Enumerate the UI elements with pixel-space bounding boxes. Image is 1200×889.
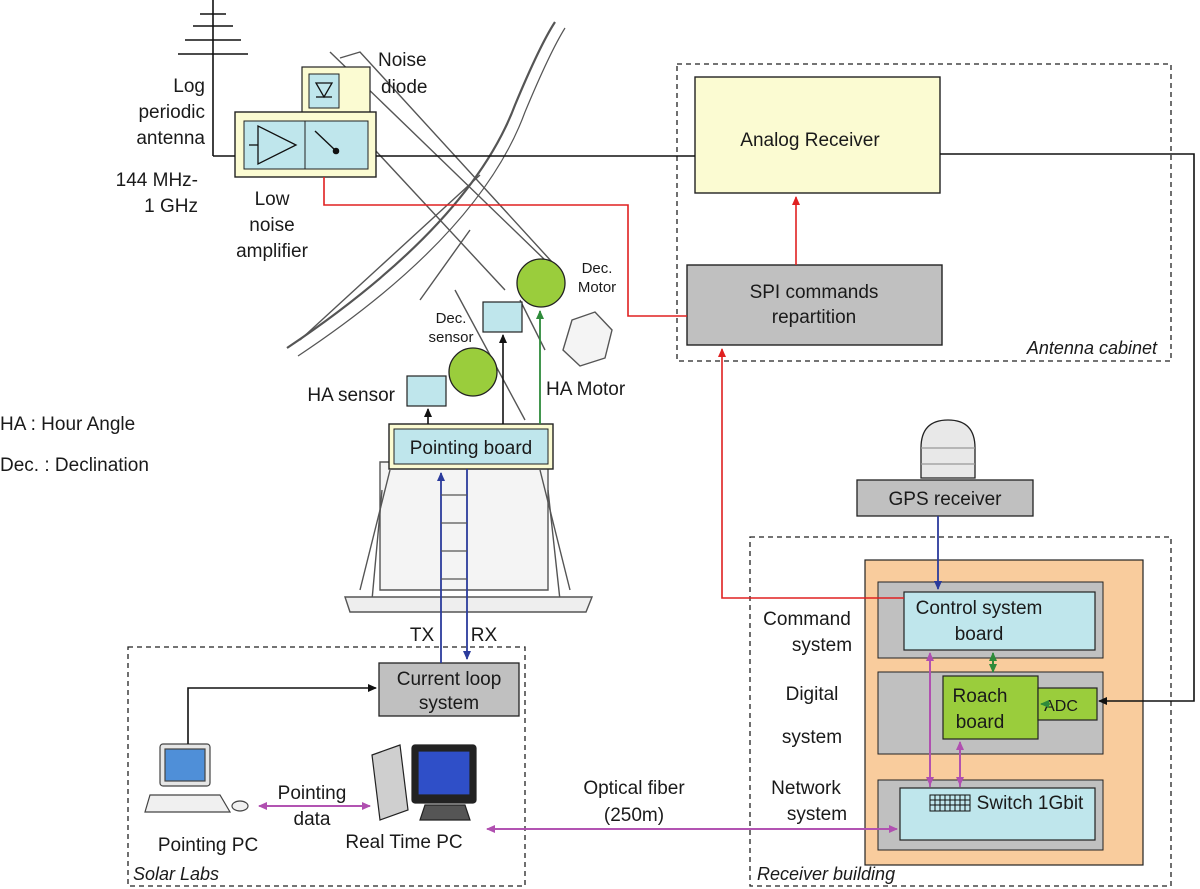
ha-sensor-label: HA sensor bbox=[307, 385, 395, 406]
command-system-label-line2: system bbox=[792, 635, 852, 656]
roach-board-label-line1: Roach bbox=[953, 686, 1008, 707]
dec-motor-label-line2: Motor bbox=[578, 279, 616, 296]
region-receiver-building bbox=[749, 536, 1172, 887]
dec-motor-label-line1: Dec. bbox=[582, 260, 613, 277]
noise-diode-label-line1: Noise bbox=[378, 50, 427, 71]
amplifier-icon bbox=[249, 124, 298, 166]
motor-icon bbox=[516, 258, 566, 308]
dec-sensor-label-line2: sensor bbox=[428, 329, 473, 346]
receiver-building-label: Receiver building bbox=[757, 864, 895, 884]
switch-ports-icon bbox=[929, 794, 971, 812]
gps-receiver-box bbox=[856, 479, 1034, 517]
ha-motor-label: HA Motor bbox=[546, 379, 626, 400]
pointing-data-label-line1: Pointing bbox=[278, 783, 347, 804]
network-system-label-line1: Network bbox=[771, 778, 841, 799]
network-system-label-line2: system bbox=[787, 804, 847, 825]
lna-label-line1: Low bbox=[255, 189, 290, 210]
switch-box bbox=[899, 787, 1096, 841]
lna-label-line2: noise bbox=[249, 215, 294, 236]
control-board-box bbox=[903, 591, 1096, 651]
dec-sensor-label-line1: Dec. bbox=[436, 310, 467, 327]
lna-label-line3: amplifier bbox=[236, 241, 308, 262]
monitor-icon bbox=[371, 744, 477, 821]
gps-receiver-label: GPS receiver bbox=[889, 489, 1003, 510]
control-board-label-line2: board bbox=[955, 624, 1004, 645]
antenna-cabinet-label: Antenna cabinet bbox=[1026, 338, 1158, 358]
digital-system-label-line1: Digital bbox=[786, 684, 839, 705]
adc-label: ADC bbox=[1044, 698, 1078, 715]
ha-sensor-box bbox=[406, 375, 447, 407]
region-antenna-cabinet bbox=[676, 63, 1172, 362]
current-loop-label-line2: system bbox=[419, 693, 479, 714]
gps-dome-icon bbox=[920, 419, 976, 479]
dec-sensor-box bbox=[482, 301, 523, 333]
dish-icon bbox=[286, 21, 613, 613]
antenna-icon bbox=[178, 0, 248, 156]
pointing-data-label-line2: data bbox=[294, 809, 331, 830]
spi-box bbox=[686, 264, 943, 346]
spi-label-line1: SPI commands bbox=[750, 282, 879, 303]
current-loop-box bbox=[378, 662, 520, 717]
pointing-pc-label: Pointing PC bbox=[158, 835, 258, 856]
optical-fiber-label-line1: Optical fiber bbox=[583, 778, 685, 799]
optical-fiber-label-line2: (250m) bbox=[604, 805, 664, 826]
roach-board-label-line2: board bbox=[956, 712, 1005, 733]
spi-label-line2: repartition bbox=[772, 307, 857, 328]
pointing-board-label: Pointing board bbox=[410, 438, 533, 459]
digital-system-label-line2: system bbox=[782, 727, 842, 748]
noise-diode-label-line2: diode bbox=[381, 77, 428, 98]
antenna-label-line1: Log bbox=[173, 76, 205, 97]
legend-dec: Dec. : Declination bbox=[0, 455, 149, 476]
antenna-label-line2: periodic bbox=[138, 102, 205, 123]
switch-label: Switch 1Gbit bbox=[977, 793, 1084, 814]
command-system-label-line1: Command bbox=[763, 609, 851, 630]
computer-icon bbox=[144, 743, 249, 813]
rx-label: RX bbox=[471, 625, 498, 646]
tx-label: TX bbox=[410, 625, 435, 646]
solar-labs-label: Solar Labs bbox=[133, 864, 219, 884]
analog-receiver-label: Analog Receiver bbox=[740, 130, 880, 151]
control-board-label-line1: Control system bbox=[916, 598, 1043, 619]
diode-icon bbox=[314, 82, 334, 99]
freq-label-line1: 144 MHz- bbox=[116, 170, 198, 191]
switch-icon bbox=[314, 130, 340, 155]
antenna-label-line3: antenna bbox=[136, 128, 205, 149]
freq-label-line2: 1 GHz bbox=[144, 196, 198, 217]
analog-receiver-box bbox=[694, 76, 941, 194]
region-solar-labs bbox=[127, 646, 526, 887]
current-loop-label-line1: Current loop bbox=[397, 669, 502, 690]
real-time-pc-label: Real Time PC bbox=[345, 832, 462, 853]
legend-ha: HA : Hour Angle bbox=[0, 414, 135, 435]
motor-icon bbox=[448, 347, 498, 397]
